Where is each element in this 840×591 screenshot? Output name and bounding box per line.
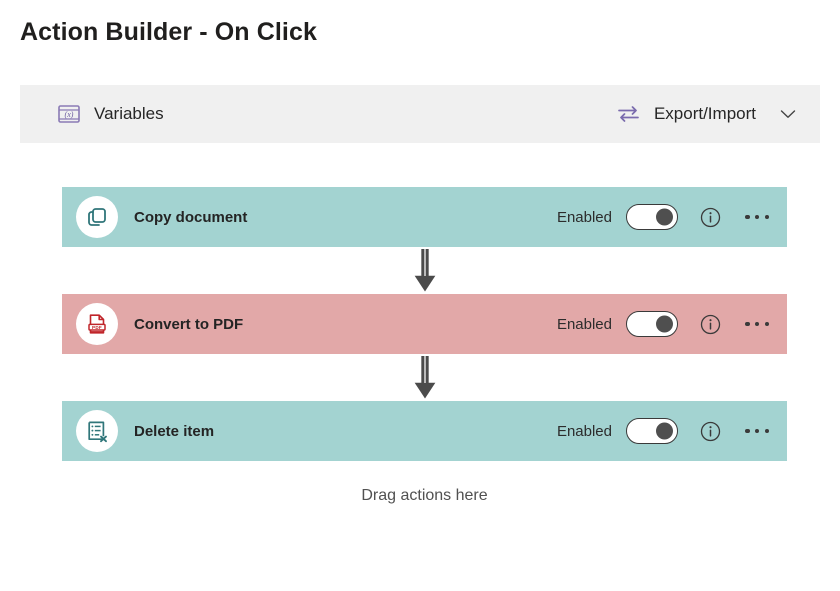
enabled-toggle[interactable]: [626, 418, 678, 444]
toggle-knob: [656, 315, 673, 333]
arrow-down-icon: [62, 247, 787, 294]
svg-text:(x): (x): [65, 110, 74, 119]
more-options-icon[interactable]: [745, 421, 769, 441]
action-flow: Copy document Enabled: [62, 187, 787, 505]
action-name: Delete item: [134, 422, 215, 440]
action-row-convert-to-pdf[interactable]: PDF Convert to PDF Enabled: [62, 294, 787, 354]
enabled-toggle[interactable]: [626, 204, 678, 230]
swap-arrows-icon: [617, 104, 640, 124]
variables-x-icon: (x): [58, 104, 80, 124]
svg-text:PDF: PDF: [92, 325, 102, 330]
enabled-label: Enabled: [556, 208, 612, 226]
copy-document-icon: [76, 196, 118, 238]
info-icon[interactable]: [700, 421, 721, 442]
enabled-toggle[interactable]: [626, 311, 678, 337]
drop-zone-hint[interactable]: Drag actions here: [361, 487, 488, 504]
more-options-icon[interactable]: [745, 207, 769, 227]
action-row-copy-document[interactable]: Copy document Enabled: [62, 187, 787, 247]
row-controls: Enabled: [557, 311, 769, 337]
enabled-label: Enabled: [556, 422, 612, 440]
arrow-down-icon: [62, 354, 787, 401]
variables-label: Variables: [94, 104, 164, 123]
enabled-label: Enabled: [556, 315, 612, 333]
chevron-down-icon[interactable]: [770, 109, 796, 119]
pdf-document-icon: PDF: [76, 303, 118, 345]
action-name: Copy document: [134, 208, 248, 226]
toolbar: (x) Variables Export/Import: [20, 85, 820, 143]
info-icon[interactable]: [700, 207, 721, 228]
row-controls: Enabled: [557, 204, 769, 230]
more-options-icon[interactable]: [745, 314, 769, 334]
row-controls: Enabled: [557, 418, 769, 444]
info-icon[interactable]: [700, 314, 721, 335]
export-import-button[interactable]: Export/Import: [617, 104, 796, 124]
variables-button[interactable]: (x) Variables: [58, 104, 164, 124]
toggle-knob: [656, 422, 673, 440]
toggle-knob: [656, 208, 673, 226]
delete-list-item-icon: [76, 410, 118, 452]
export-import-label: Export/Import: [653, 104, 756, 123]
action-row-delete-item[interactable]: Delete item Enabled: [62, 401, 787, 461]
page-title: Action Builder - On Click: [20, 18, 317, 46]
action-name: Convert to PDF: [134, 315, 244, 333]
